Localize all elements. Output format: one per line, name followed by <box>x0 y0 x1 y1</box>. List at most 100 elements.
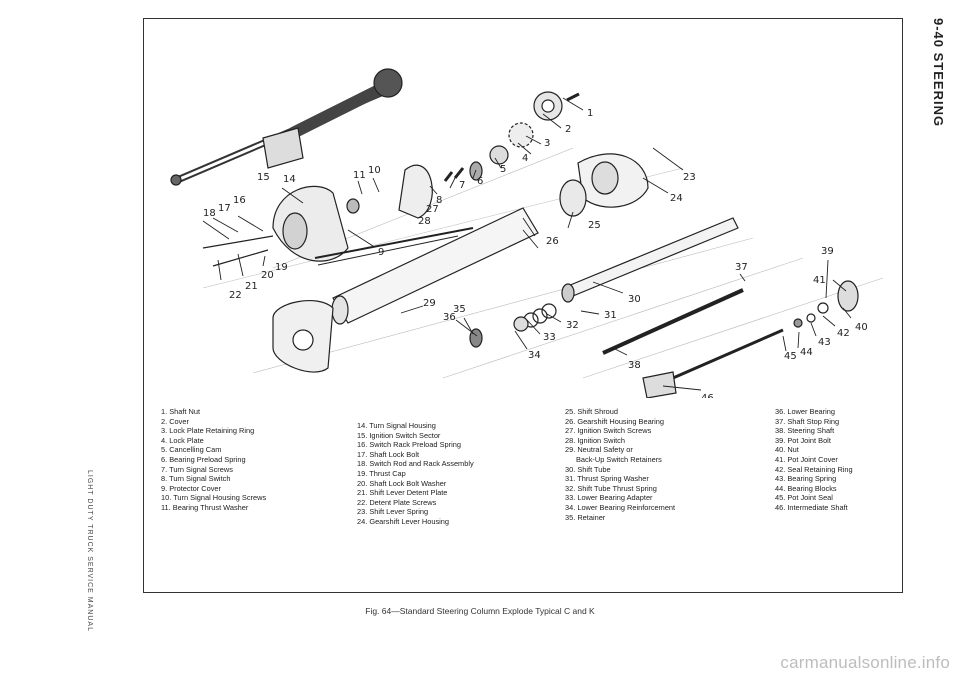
legend-item: 5. Cancelling Cam <box>161 445 222 455</box>
callout-11: 11 <box>353 170 366 181</box>
callout-42: 42 <box>837 328 850 339</box>
callout-3: 3 <box>544 138 550 149</box>
legend-item: 35. Retainer <box>565 512 606 522</box>
legend-item: 39. Pot Joint Bolt <box>775 435 831 445</box>
legend-item: 42. Seal Retaining Ring <box>775 464 853 474</box>
figure-caption: Fig. 64—Standard Steering Column Explode… <box>365 606 595 616</box>
legend-column-1: 1. Shaft Nut 2. Cover 3. Lock Plate Reta… <box>161 407 266 513</box>
callout-4: 4 <box>522 153 528 164</box>
callout-34: 34 <box>528 350 541 361</box>
callout-45: 45 <box>784 351 797 362</box>
callout-31: 31 <box>604 310 617 321</box>
legend-item: 19. Thrust Cap <box>357 468 406 478</box>
callout-20: 20 <box>261 270 274 281</box>
legend-item: 29. Neutral Safety or <box>565 445 633 455</box>
callout-17: 17 <box>218 203 231 214</box>
callout-40: 40 <box>855 322 868 333</box>
callout-39: 39 <box>821 246 834 257</box>
legend-column-3: 25. Shift Shroud 26. Gearshift Housing B… <box>565 407 675 522</box>
callout-46: 46 <box>701 393 714 398</box>
legend-item: 26. Gearshift Housing Bearing <box>565 416 665 426</box>
leader-lines <box>202 97 852 391</box>
callout-10: 10 <box>368 165 381 176</box>
figure-frame <box>143 18 903 593</box>
legend-item: 45. Pot Joint Seal <box>775 493 833 503</box>
callout-16: 16 <box>233 195 246 206</box>
callout-38: 38 <box>628 360 641 371</box>
callout-24: 24 <box>670 193 683 204</box>
legend-item: 44. Bearing Blocks <box>775 483 837 493</box>
callout-14: 14 <box>283 174 296 185</box>
legend-item: 2. Cover <box>161 416 189 426</box>
legend-item: 18. Switch Rod and Rack Assembly <box>357 459 474 469</box>
section-header: 9-40 STEERING <box>931 18 946 128</box>
legend-item: 20. Shaft Lock Bolt Washer <box>357 478 447 488</box>
watermark: carmanualsonline.info <box>780 653 950 672</box>
callout-2: 2 <box>565 124 571 135</box>
legend-item: 23. Shift Lever Spring <box>357 507 429 517</box>
manual-title: LIGHT DUTY TRUCK SERVICE MANUAL <box>86 470 93 632</box>
callout-44: 44 <box>800 347 813 358</box>
callout-5: 5 <box>500 164 506 175</box>
legend-item: Back-Up Switch Retainers <box>576 454 662 464</box>
legend-item: 40. Nut <box>775 445 799 455</box>
callout-43: 43 <box>818 337 831 348</box>
callout-25: 25 <box>588 220 601 231</box>
legend-item: 6. Bearing Preload Spring <box>161 454 246 464</box>
legend-item: 34. Lower Bearing Reinforcement <box>565 502 676 512</box>
legend-item: 41. Pot Joint Cover <box>775 454 838 464</box>
legend-item: 38. Steering Shaft <box>775 426 835 436</box>
legend-item: 24. Gearshift Lever Housing <box>357 516 450 526</box>
legend-item: 17. Shaft Lock Bolt <box>357 449 420 459</box>
legend-item: 30. Shift Tube <box>565 464 611 474</box>
legend-item: 31. Thrust Spring Washer <box>565 474 649 484</box>
callout-18: 18 <box>203 208 216 219</box>
legend-item: 4. Lock Plate <box>161 435 204 445</box>
callout-28: 28 <box>418 216 431 227</box>
callout-27: 27 <box>426 204 439 215</box>
legend-item: 14. Turn Signal Housing <box>357 421 436 430</box>
top-parts <box>398 91 649 219</box>
callout-33: 33 <box>543 332 556 343</box>
callout-36: 36 <box>443 312 456 323</box>
legend-item: 15. Ignition Switch Sector <box>357 430 441 440</box>
legend-item: 22. Detent Plate Screws <box>357 497 437 507</box>
legend-item: 8. Turn Signal Switch <box>161 474 231 484</box>
exploded-view-drawing: 1 2 3 4 5 6 7 8 9 10 11 14 15 16 17 18 1… <box>170 68 884 398</box>
callout-19: 19 <box>275 262 288 273</box>
callout-9: 9 <box>378 247 384 258</box>
callout-35: 35 <box>453 304 466 315</box>
legend-item: 43. Bearing Spring <box>775 474 837 484</box>
legend-column-4: 36. Lower Bearing 37. Shaft Stop Ring 38… <box>775 407 853 513</box>
callout-30: 30 <box>628 294 641 305</box>
legend-item: 33. Lower Bearing Adapter <box>565 493 653 503</box>
callout-22: 22 <box>229 290 242 301</box>
assembled-column <box>170 68 403 186</box>
legend-item: 21. Shift Lever Detent Plate <box>357 488 448 498</box>
legend-item: 11. Bearing Thrust Washer <box>161 502 249 512</box>
legend-item: 46. Intermediate Shaft <box>775 502 848 512</box>
callout-23: 23 <box>683 172 696 183</box>
turn-signal-housing <box>202 185 474 267</box>
legend-item: 32. Shift Tube Thrust Spring <box>565 483 657 493</box>
callout-8: 8 <box>436 195 442 206</box>
callout-6: 6 <box>477 176 483 187</box>
legend-item: 25. Shift Shroud <box>565 407 619 416</box>
legend-item: 9. Protector Cover <box>161 483 221 493</box>
shift-tube <box>469 217 739 348</box>
callout-1: 1 <box>587 108 593 119</box>
legend-item: 36. Lower Bearing <box>775 407 835 416</box>
jacket-tube <box>272 207 539 373</box>
legend-item: 1. Shaft Nut <box>161 407 201 416</box>
legend-item: 28. Ignition Switch <box>565 435 625 445</box>
callout-15: 15 <box>257 172 270 183</box>
callout-29: 29 <box>423 298 436 309</box>
legend-item: 27. Ignition Switch Screws <box>565 426 652 436</box>
legend-item: 16. Switch Rack Preload Spring <box>357 440 461 450</box>
callout-41: 41 <box>813 275 826 286</box>
callout-7: 7 <box>459 180 465 191</box>
callout-labels: 1 2 3 4 5 6 7 8 9 10 11 14 15 16 17 18 1… <box>203 108 868 398</box>
callout-21: 21 <box>245 281 258 292</box>
callout-26: 26 <box>546 236 559 247</box>
